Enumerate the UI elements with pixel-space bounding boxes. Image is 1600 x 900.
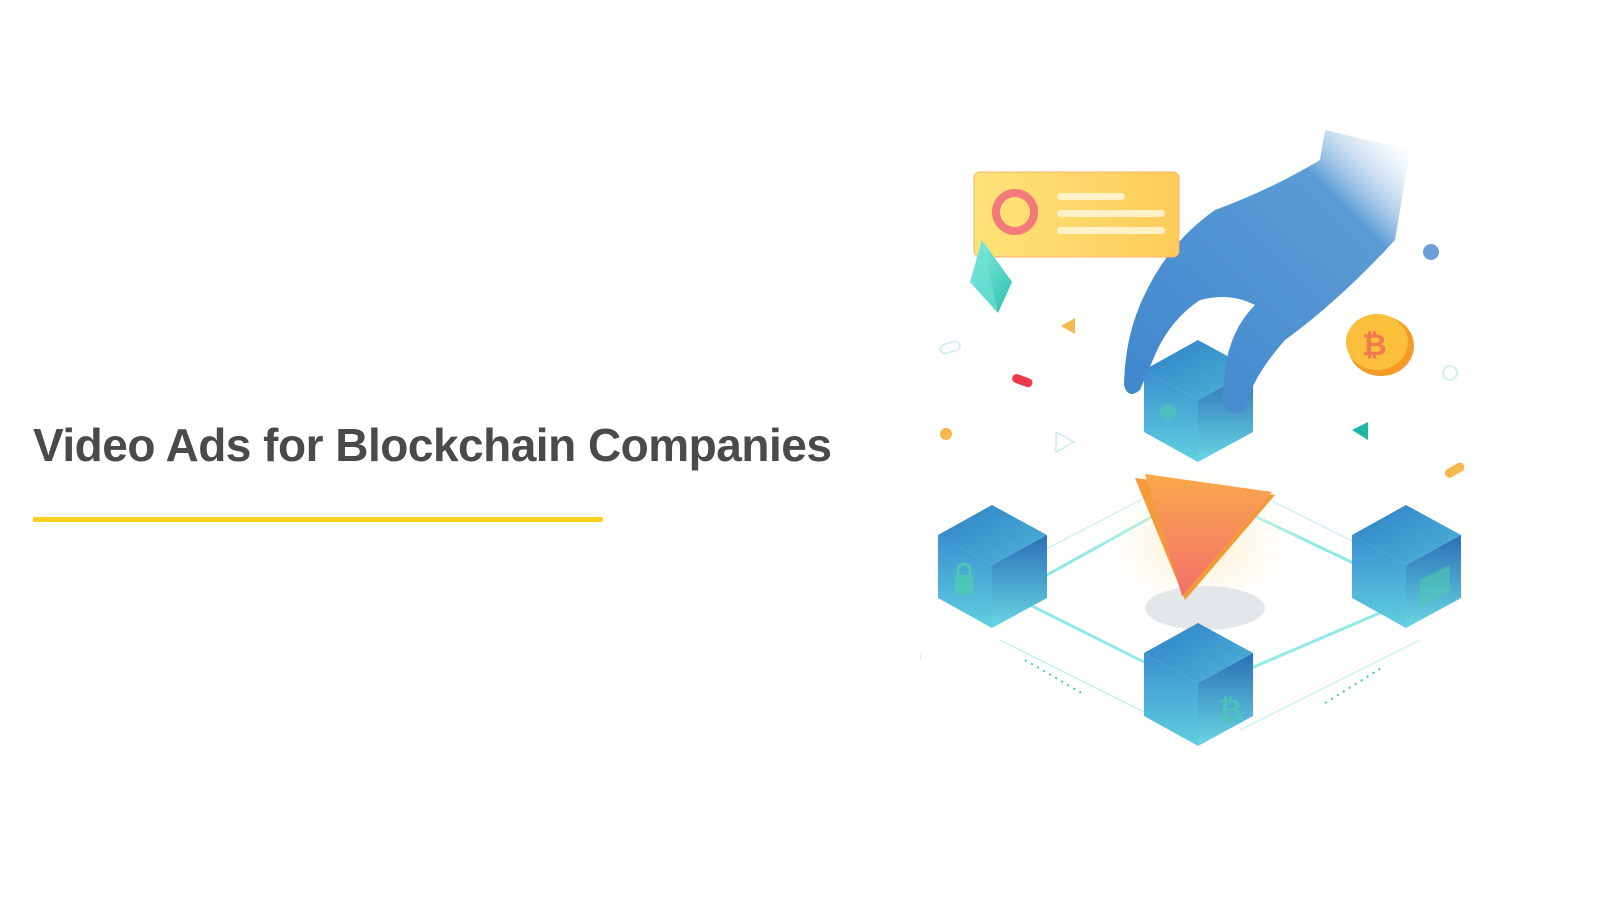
svg-text:₿: ₿ [1218, 693, 1242, 728]
cube-card-icon [1352, 505, 1461, 628]
blockchain-illustration: ₿ ₿ [920, 130, 1465, 746]
dotted-arrows [1024, 659, 1384, 704]
title-underline [33, 517, 603, 522]
svg-text:₿: ₿ [1362, 328, 1386, 363]
page-title: Video Ads for Blockchain Companies [33, 419, 832, 471]
cube-lock-icon [938, 505, 1047, 628]
play-button-icon [1135, 474, 1275, 600]
ethereum-crystal-icon [970, 240, 1012, 313]
decorative-confetti [920, 244, 1465, 661]
info-card-icon [973, 171, 1180, 258]
cube-bitcoin-icon: ₿ [1144, 623, 1253, 746]
bitcoin-coin-icon: ₿ [1346, 314, 1414, 376]
cube-user-icon [1144, 340, 1253, 462]
hand-icon [1124, 130, 1410, 414]
